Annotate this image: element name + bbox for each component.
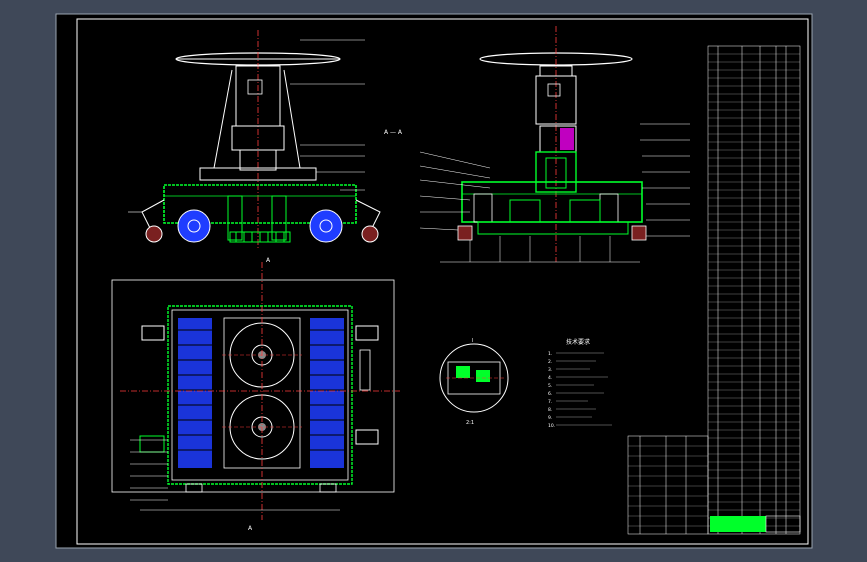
section-marker-top: A <box>266 257 271 264</box>
note-4: 4. <box>548 375 552 381</box>
side-section-view <box>419 26 690 263</box>
detail-label: I <box>472 338 473 344</box>
drawing-sheet <box>55 13 813 549</box>
note-1: 1. <box>548 351 552 357</box>
notes-title: 技术要求 <box>566 338 590 346</box>
motor-side <box>535 75 577 125</box>
note-2: 2. <box>548 359 552 365</box>
note-9: 9. <box>548 415 552 421</box>
detail-view: I 2:1 <box>439 338 509 426</box>
section-view-label: A — A <box>384 129 403 136</box>
note-10: 10. <box>548 423 555 429</box>
note-3: 3. <box>548 367 552 373</box>
caster-right <box>361 225 379 243</box>
front-view: A — A <box>128 30 403 250</box>
section-marker-bottom: A <box>248 525 253 532</box>
chassis-frame <box>163 184 357 224</box>
detail-circle <box>439 343 509 413</box>
note-6: 6. <box>548 391 552 397</box>
note-5: 5. <box>548 383 552 389</box>
note-8: 8. <box>548 407 552 413</box>
drive-wheel-right <box>309 209 343 243</box>
title-block <box>765 515 801 533</box>
parts-list <box>627 45 801 535</box>
caster-left <box>145 225 163 243</box>
title-block-fill <box>710 516 766 532</box>
note-7: 7. <box>548 399 552 405</box>
plan-view: A A <box>111 257 400 532</box>
plan-frame <box>167 305 353 485</box>
parts-list-rows <box>628 53 800 527</box>
coupling-highlight <box>560 128 574 150</box>
detail-scale: 2:1 <box>466 420 474 426</box>
drive-wheel-left <box>177 209 211 243</box>
technical-notes: 技术要求 1. 2. 3. 4. 5. 6. 7. 8. 9. 10. <box>548 338 612 429</box>
battery-pack-right <box>310 318 344 468</box>
battery-pack-left <box>178 318 212 468</box>
